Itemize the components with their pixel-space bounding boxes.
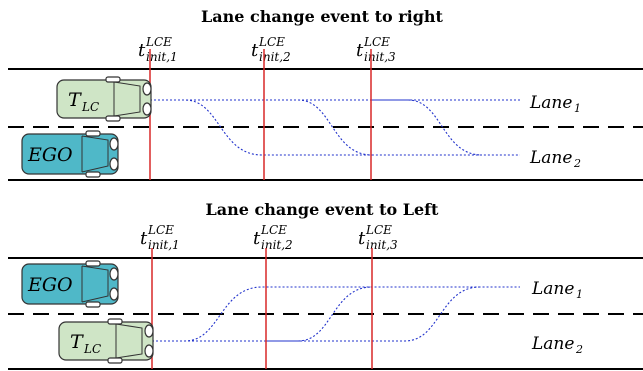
panel-title: Lane change event to right (201, 7, 444, 26)
windshield (115, 323, 143, 359)
time-label-base: t (138, 40, 146, 61)
ego-vehicle: EGO (21, 130, 119, 178)
headlight (109, 267, 119, 281)
vehicle-label: EGO (27, 274, 73, 296)
lane-label-base: Lane (531, 334, 574, 354)
time-label-sub: init,3 (366, 238, 398, 252)
panel-right: Lane change event to right t LCE init,1 … (8, 7, 643, 181)
wheel (107, 318, 123, 325)
time-label-sub: init,3 (364, 50, 396, 64)
lane-label-base: Lane (531, 279, 574, 299)
vehicle-body (21, 133, 119, 175)
time-label-1: t LCE init,1 (140, 223, 180, 252)
vehicle-label: EGO (27, 144, 73, 166)
time-label-base: t (356, 40, 364, 61)
time-label-sup: LCE (365, 223, 392, 237)
ego-vehicle: EGO (21, 260, 119, 308)
wheel (105, 115, 121, 122)
time-label-sub: init,1 (146, 50, 178, 64)
vehicle-label-sub: LC (83, 342, 101, 356)
wheel (105, 76, 121, 83)
vehicle-body (21, 263, 119, 305)
time-label-3: t LCE init,3 (358, 223, 398, 252)
trajectory-change-1 (152, 286, 520, 342)
time-label-sup: LCE (145, 35, 172, 49)
time-label-1: t LCE init,1 (138, 35, 178, 64)
headlight (142, 82, 152, 96)
headlight (109, 137, 119, 151)
wheel (85, 260, 101, 267)
headlight (144, 344, 154, 358)
lane-label-sub: 2 (573, 157, 581, 170)
lane-label-base: Lane (529, 93, 572, 113)
wheel (107, 357, 123, 364)
time-label-sup: LCE (258, 35, 285, 49)
panel-left: Lane change event to Left t LCE init,1 t… (8, 200, 643, 370)
time-label-sub: init,1 (148, 238, 180, 252)
time-label-sup: LCE (363, 35, 390, 49)
lane-label-base: Lane (529, 148, 572, 168)
headlight (144, 324, 154, 338)
trajectory-change-1 (150, 99, 520, 156)
time-label-2: t LCE init,2 (253, 223, 293, 252)
wheel (85, 171, 101, 178)
lane-label-1: Lane 1 (531, 279, 583, 301)
time-label-sub: init,2 (261, 238, 293, 252)
vehicle-body (58, 321, 154, 361)
headlight (142, 102, 152, 116)
time-label-base: t (251, 40, 259, 61)
wheel (85, 301, 101, 308)
time-label-base: t (253, 228, 261, 249)
trajectory-change-3 (372, 286, 481, 342)
windshield (81, 265, 109, 303)
vehicle-body (56, 79, 152, 119)
time-label-3: t LCE init,3 (356, 35, 396, 64)
target-vehicle: T LC (58, 318, 154, 364)
time-label-sup: LCE (260, 223, 287, 237)
headlight (109, 287, 119, 301)
wheel (85, 130, 101, 137)
windshield (81, 135, 109, 173)
time-label-sup: LCE (147, 223, 174, 237)
time-label-sub: init,2 (259, 50, 291, 64)
lane-label-2: Lane 2 (529, 148, 581, 170)
panel-title: Lane change event to Left (206, 200, 440, 219)
headlight (109, 157, 119, 171)
time-label-base: t (358, 228, 366, 249)
time-label-2: t LCE init,2 (251, 35, 291, 64)
vehicle-label: T (70, 331, 84, 353)
lane-label-2: Lane 2 (531, 334, 583, 356)
lane-label-sub: 2 (575, 343, 583, 356)
vehicle-label-sub: LC (81, 100, 99, 114)
windshield (113, 81, 141, 117)
vehicle-label: T (68, 89, 82, 111)
lane-label-sub: 1 (576, 288, 583, 301)
lane-label-sub: 1 (574, 102, 581, 115)
lane-label-1: Lane 1 (529, 93, 581, 115)
target-vehicle: T LC (56, 76, 152, 122)
time-label-base: t (140, 228, 148, 249)
